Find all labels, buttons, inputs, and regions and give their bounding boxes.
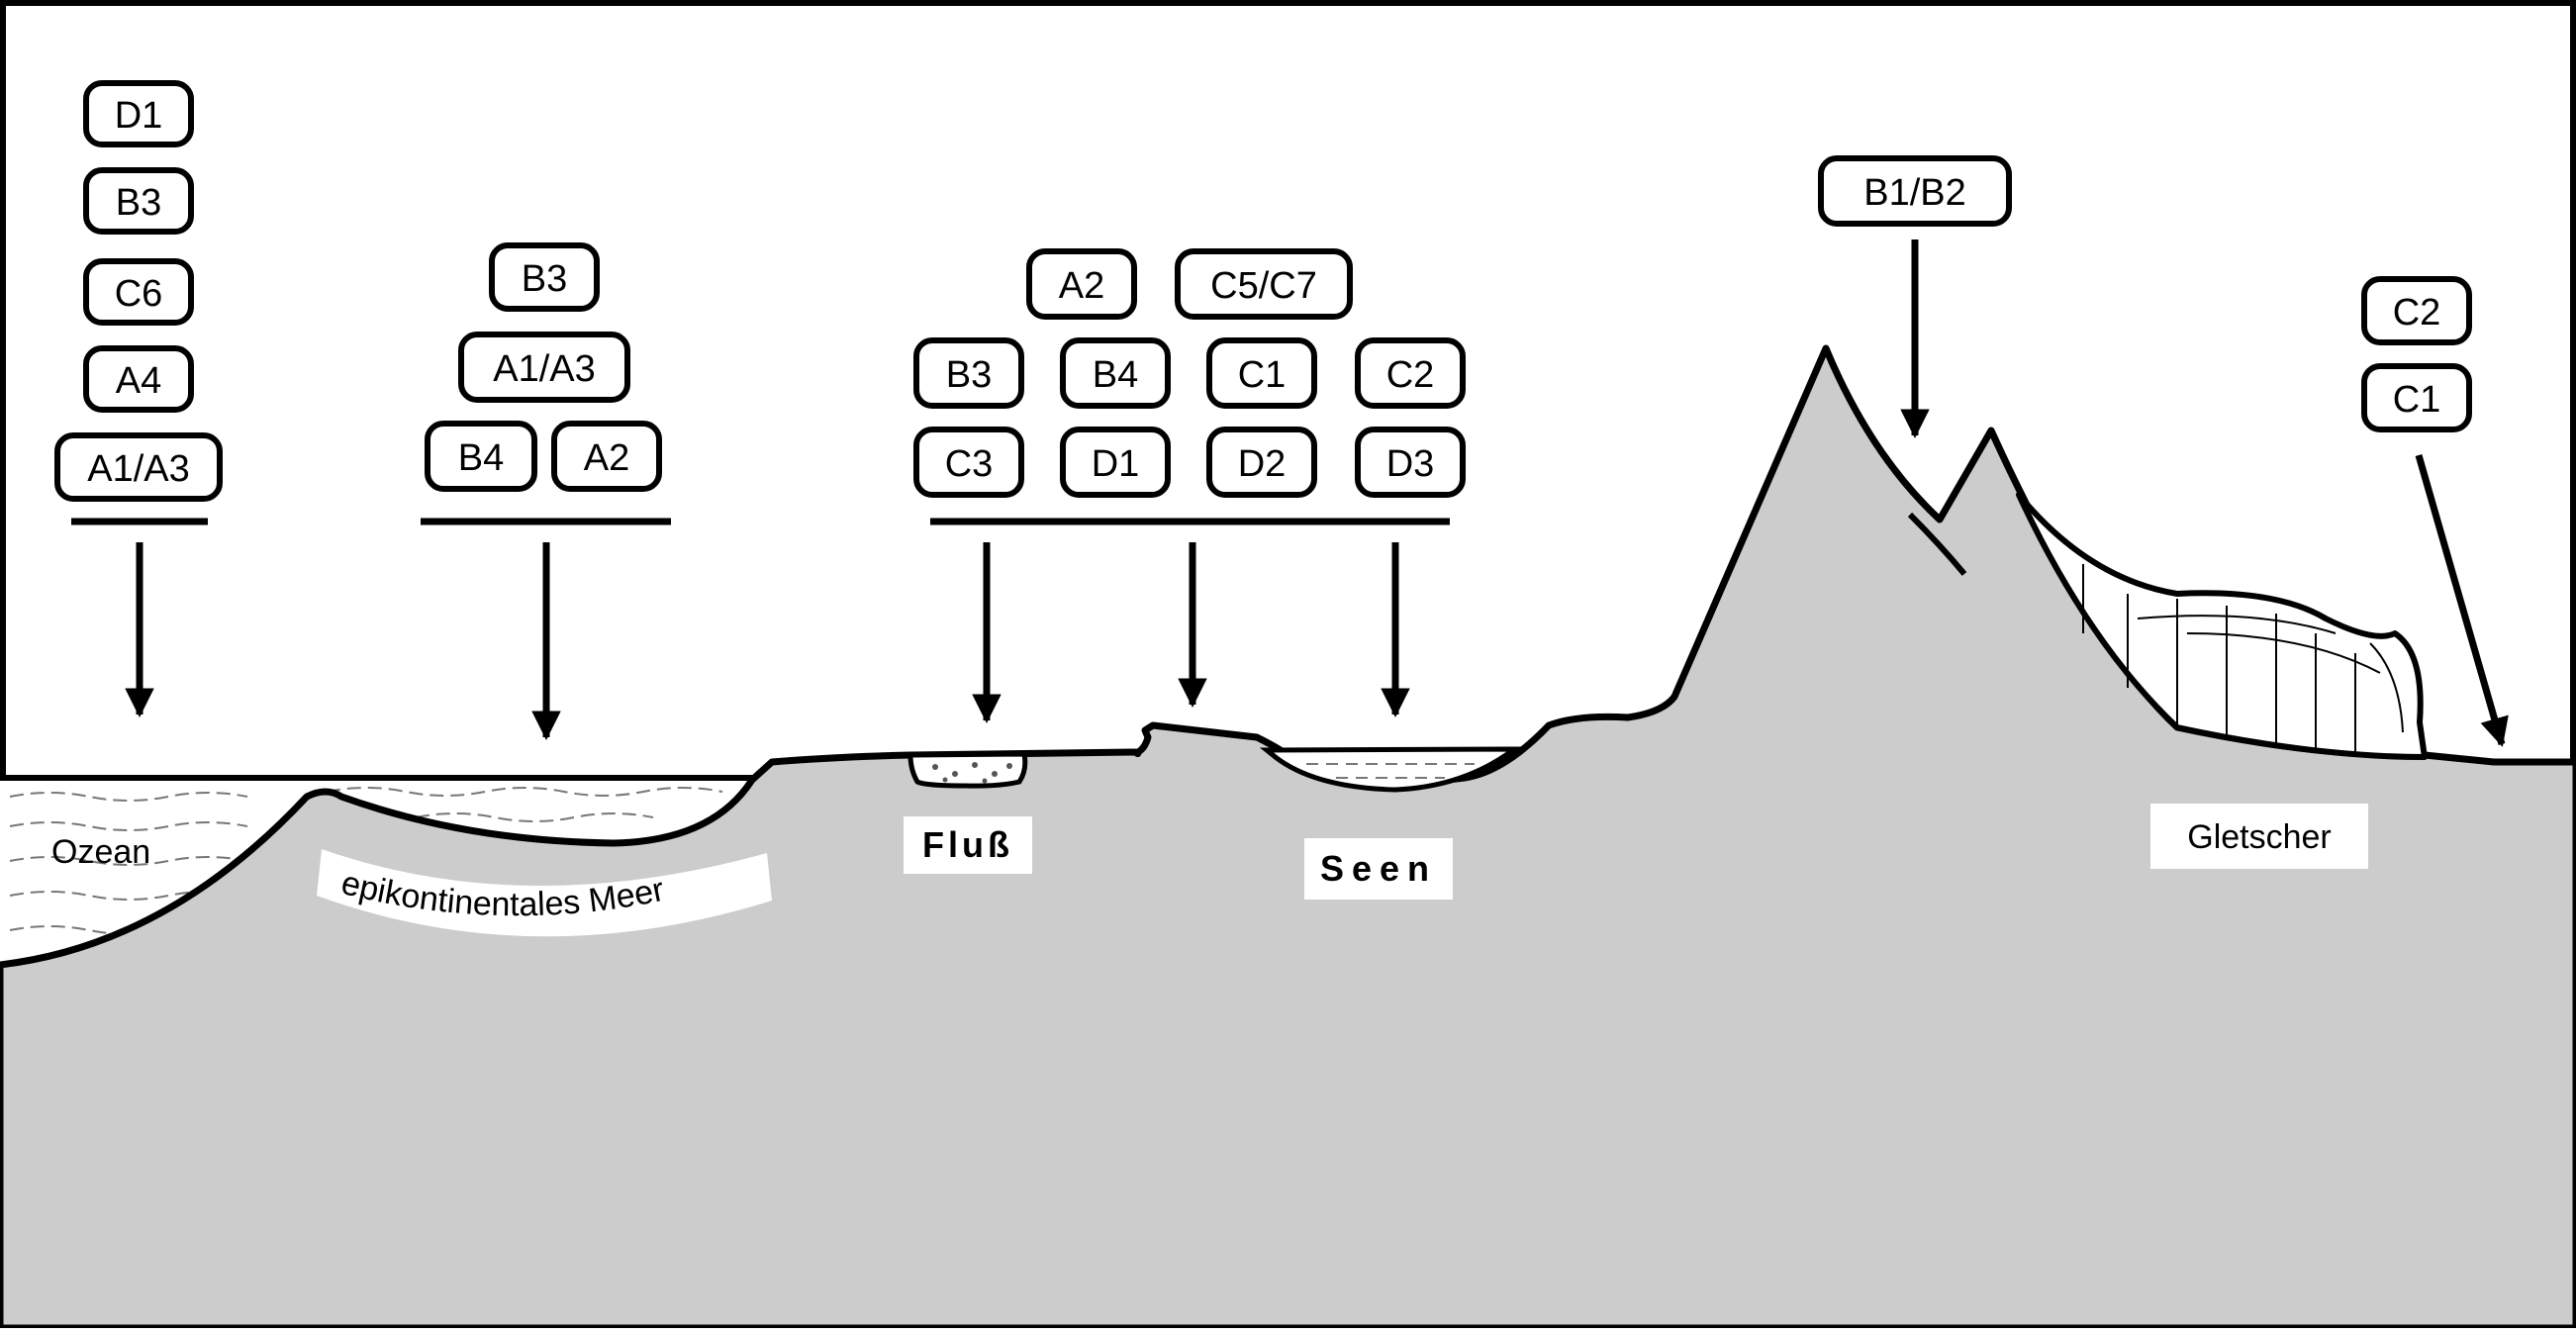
facies-box: C1 — [2361, 363, 2472, 432]
svg-text:A2: A2 — [584, 437, 629, 479]
svg-text:D2: D2 — [1238, 443, 1287, 485]
river-label-plate — [904, 816, 1032, 874]
lakes-label: Seen — [1320, 848, 1437, 889]
facies-box: B3 — [913, 337, 1024, 409]
glacier-label: Gletscher — [2187, 818, 2332, 856]
ocean-water — [0, 778, 752, 965]
svg-text:B3: B3 — [946, 354, 992, 396]
ocean-label: Ozean — [51, 833, 150, 871]
mountain-ridge-line — [1907, 512, 1967, 576]
svg-text:B1/B2: B1/B2 — [1863, 172, 1966, 214]
facies-box: C6 — [83, 258, 194, 326]
svg-text:D3: D3 — [1386, 443, 1435, 485]
facies-box: C1 — [1206, 337, 1317, 409]
svg-text:C6: C6 — [115, 273, 163, 315]
facies-box: A2 — [1026, 248, 1137, 320]
svg-text:D1: D1 — [115, 95, 163, 137]
svg-text:A1/A3: A1/A3 — [87, 448, 190, 490]
facies-box: B3 — [489, 242, 600, 312]
facies-box: D2 — [1206, 427, 1317, 498]
svg-text:B3: B3 — [522, 258, 567, 300]
svg-text:C5/C7: C5/C7 — [1210, 265, 1317, 307]
svg-text:C2: C2 — [1386, 354, 1435, 396]
svg-text:A1/A3: A1/A3 — [493, 348, 596, 390]
glacier-facies-group: C2 C1 — [2361, 276, 2472, 432]
facies-box: C5/C7 — [1175, 248, 1353, 320]
glacier-label-plate — [2150, 804, 2368, 869]
river-label: Fluß — [922, 824, 1013, 865]
svg-text:C1: C1 — [1238, 354, 1287, 396]
glacier-arrow — [2415, 454, 2509, 747]
svg-text:D1: D1 — [1092, 443, 1140, 485]
facies-box: A1/A3 — [458, 332, 630, 403]
facies-box: A2 — [551, 421, 662, 492]
facies-box: B4 — [1060, 337, 1171, 409]
svg-text:C2: C2 — [2393, 292, 2441, 333]
river-sediment-dots — [932, 762, 1012, 784]
svg-text:A4: A4 — [116, 360, 161, 402]
facies-box: B1/B2 — [1818, 155, 2012, 227]
facies-box: A1/A3 — [54, 432, 223, 502]
glacier-ice — [2016, 492, 2428, 760]
svg-text:A2: A2 — [1059, 265, 1104, 307]
svg-text:C1: C1 — [2393, 379, 2441, 421]
lakes-label-plate — [1304, 838, 1453, 900]
facies-box: D1 — [83, 80, 194, 147]
facies-box: A4 — [83, 345, 194, 413]
svg-text:C3: C3 — [945, 443, 994, 485]
ocean-facies-group: D1 B3 C6 A4 A1/A3 — [54, 80, 223, 502]
svg-text:B4: B4 — [1093, 354, 1138, 396]
lake-wave-lines — [1306, 763, 1475, 779]
facies-box: B3 — [83, 167, 194, 235]
svg-text:B4: B4 — [458, 437, 504, 479]
facies-box: C2 — [1355, 337, 1466, 409]
glacier-crevasses — [2082, 564, 2404, 752]
sea-facies-group: B3 A1/A3 B4 A2 — [425, 242, 662, 492]
arrows — [125, 239, 2509, 747]
svg-text:B3: B3 — [116, 182, 161, 224]
continental-facies-group: A2 C5/C7 B3 B4 C1 C2 C3 D1 D2 D3 — [913, 248, 1466, 498]
facies-box: D1 — [1060, 427, 1171, 498]
river-channel — [907, 751, 1028, 789]
sea-label-plate — [317, 849, 772, 937]
facies-box: D3 — [1355, 427, 1466, 498]
facies-box: C2 — [2361, 276, 2472, 345]
lake-water — [1259, 746, 1522, 793]
mountain-facies-group: B1/B2 — [1818, 155, 2012, 227]
facies-box: B4 — [425, 421, 537, 492]
facies-box: C3 — [913, 427, 1024, 498]
